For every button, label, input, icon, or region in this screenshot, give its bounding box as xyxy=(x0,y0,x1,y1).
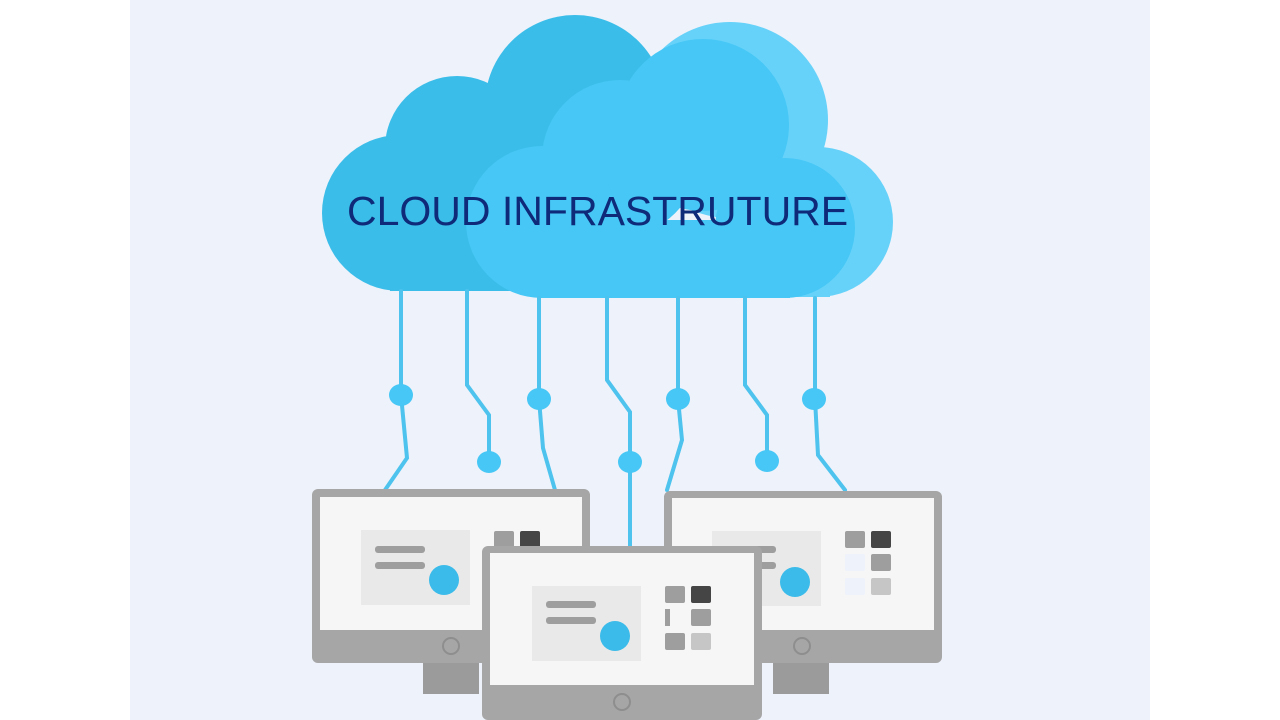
connector-line xyxy=(743,296,769,463)
cloud-title: CLOUD INFRASTRUTURE xyxy=(347,188,849,234)
connector-node-icon xyxy=(802,388,826,410)
connector-line xyxy=(537,296,557,492)
connector-node-icon xyxy=(755,450,779,472)
connector-line xyxy=(813,296,847,492)
monitor-icon xyxy=(482,546,762,720)
connector-node-icon xyxy=(527,388,551,410)
connector-node-icon xyxy=(389,384,413,406)
connector-line xyxy=(383,289,410,492)
connector-lines xyxy=(383,289,847,550)
connector-node-icon xyxy=(666,388,690,410)
connector-node-icon xyxy=(618,451,642,473)
connector-line xyxy=(665,296,685,492)
connector-node-icon xyxy=(477,451,501,473)
cloud-icon xyxy=(322,15,893,298)
connector-nodes xyxy=(389,384,826,473)
connector-line xyxy=(465,289,491,464)
connector-line xyxy=(605,296,632,550)
